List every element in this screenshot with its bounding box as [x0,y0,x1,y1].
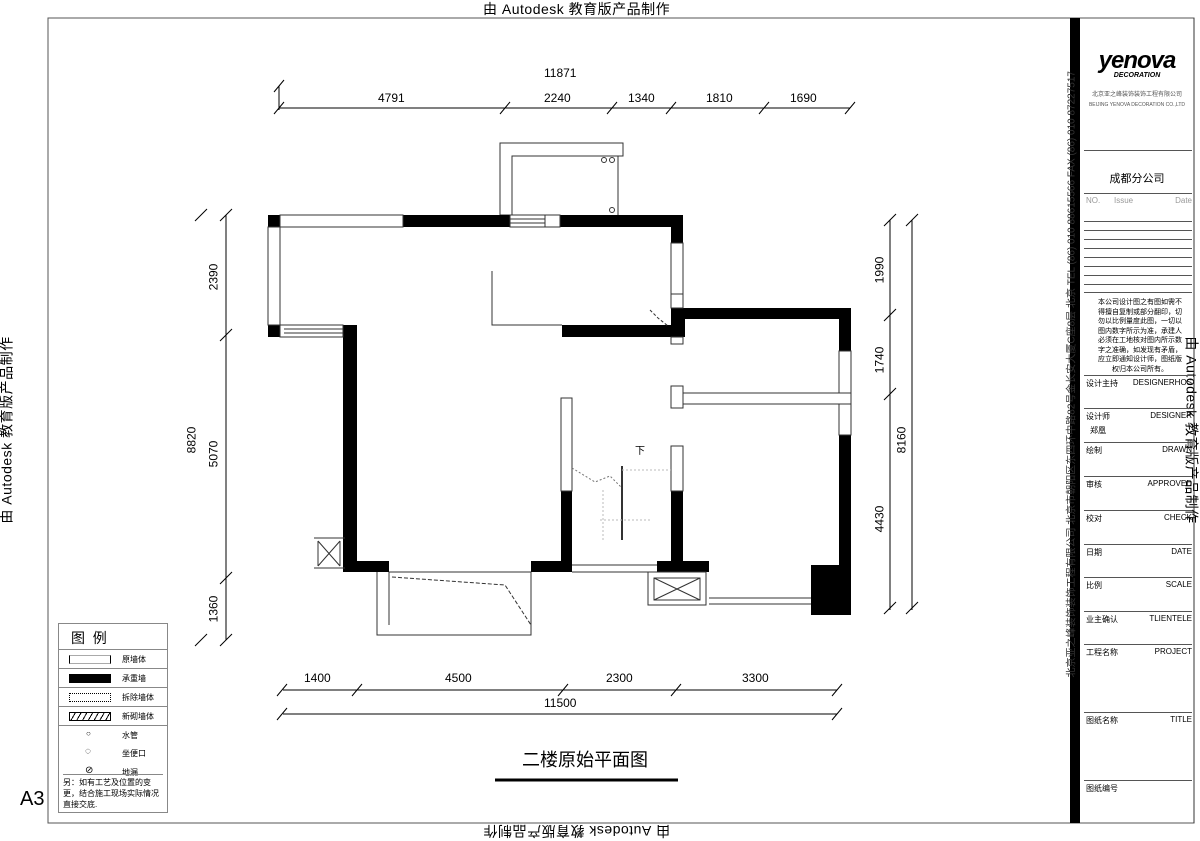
legend-item: ○ 水管 [59,725,167,745]
dim-right-1: 1990 [872,256,887,284]
bearing-walls [268,215,851,615]
dim-top-total: 11871 [544,66,577,80]
legend-item: ◌ 坐便口 [85,746,146,758]
revision-lines [1084,213,1192,293]
bottom-balcony [376,572,532,636]
water-pipe-icon: ○ [86,729,91,738]
dim-top-5: 1690 [790,91,817,105]
dim-top-1: 4791 [378,91,405,105]
row-drawing-number: 图纸编号 [1084,780,1192,795]
legend-item: 原墙体 [59,649,167,669]
title-block-bar [1070,18,1080,823]
watermark-top: 由 Autodesk 教育版产品制作 [483,1,671,17]
shaft-left [314,537,345,569]
bearing-wall-swatch [69,674,111,683]
title-block-side-text: 北京亚之峰装饰装饰工程有限公司 北京市朝阳区东四环中路82号金长安大厦C座8层 … [1066,71,1078,678]
dim-bottom-1: 1400 [304,671,331,685]
dim-bottom-2: 4500 [445,671,472,685]
dim-left-total: 8820 [184,426,199,454]
dim-top-2: 2240 [544,91,571,105]
dim-right-2: 1740 [872,346,887,374]
original-wall-swatch [69,655,111,664]
legend-item: 拆除墙体 [59,687,167,707]
company-name-en: BEIJING YENOVA DECORATION CO.,LTD [1088,102,1186,108]
dim-bottom-total: 11500 [544,696,577,710]
copyright-note: 本公司设计图之有图如需不得擅自复制或部分翻印，切勿以比例量度此图，一切以图内数字… [1098,299,1182,373]
demolished-wall-swatch [69,693,111,702]
floor-drain-icon: ⊘ [85,765,94,776]
dim-bottom-3: 2300 [606,671,633,685]
dim-left-2: 5070 [206,440,221,468]
company-name-cn: 北京亚之峰装饰装饰工程有限公司 [1091,92,1182,98]
dim-left-1: 2390 [206,263,221,291]
top-balcony [499,142,624,216]
legend-item: ⊘ 地漏 [85,765,138,777]
legend-title: 图 例 [71,630,107,646]
stair-label: 下 [635,446,645,457]
shaft-right [647,571,707,606]
dim-right-3: 4430 [872,505,887,533]
partition-line [491,271,562,326]
legend-item: 承重墙 [59,668,167,688]
original-walls [267,214,852,605]
company-logo: yenova DECORATION 北京亚之峰装饰装饰工程有限公司 BEIJIN… [1082,49,1192,109]
branch-name: 成都分公司 [1109,173,1165,185]
sheet-size-label: A3 [20,788,45,810]
dimension-lines [194,79,919,782]
drawing-title: 二楼原始平面图 [522,750,648,770]
toilet-outlet-icon: ◌ [85,746,91,757]
legend: 图 例 原墙体 承重墙 拆除墙体 新砌墙体 ○ 水管 ◌ 坐便口 ⊘ 地漏 另：… [58,623,168,813]
dim-right-total: 8160 [894,426,909,454]
new-wall-swatch [69,712,111,721]
dim-bottom-4: 3300 [742,671,769,685]
legend-item: 新砌墙体 [59,706,167,726]
dim-top-4: 1810 [706,91,733,105]
revision-header: NO. Issue Date [1084,193,1192,208]
dim-top-3: 1340 [628,91,655,105]
dim-left-3: 1360 [206,595,221,623]
sheet-border [47,17,1195,824]
legend-note: 另：如有工艺及位置的变更，结合施工现场实际情况直接交底. [63,774,163,810]
